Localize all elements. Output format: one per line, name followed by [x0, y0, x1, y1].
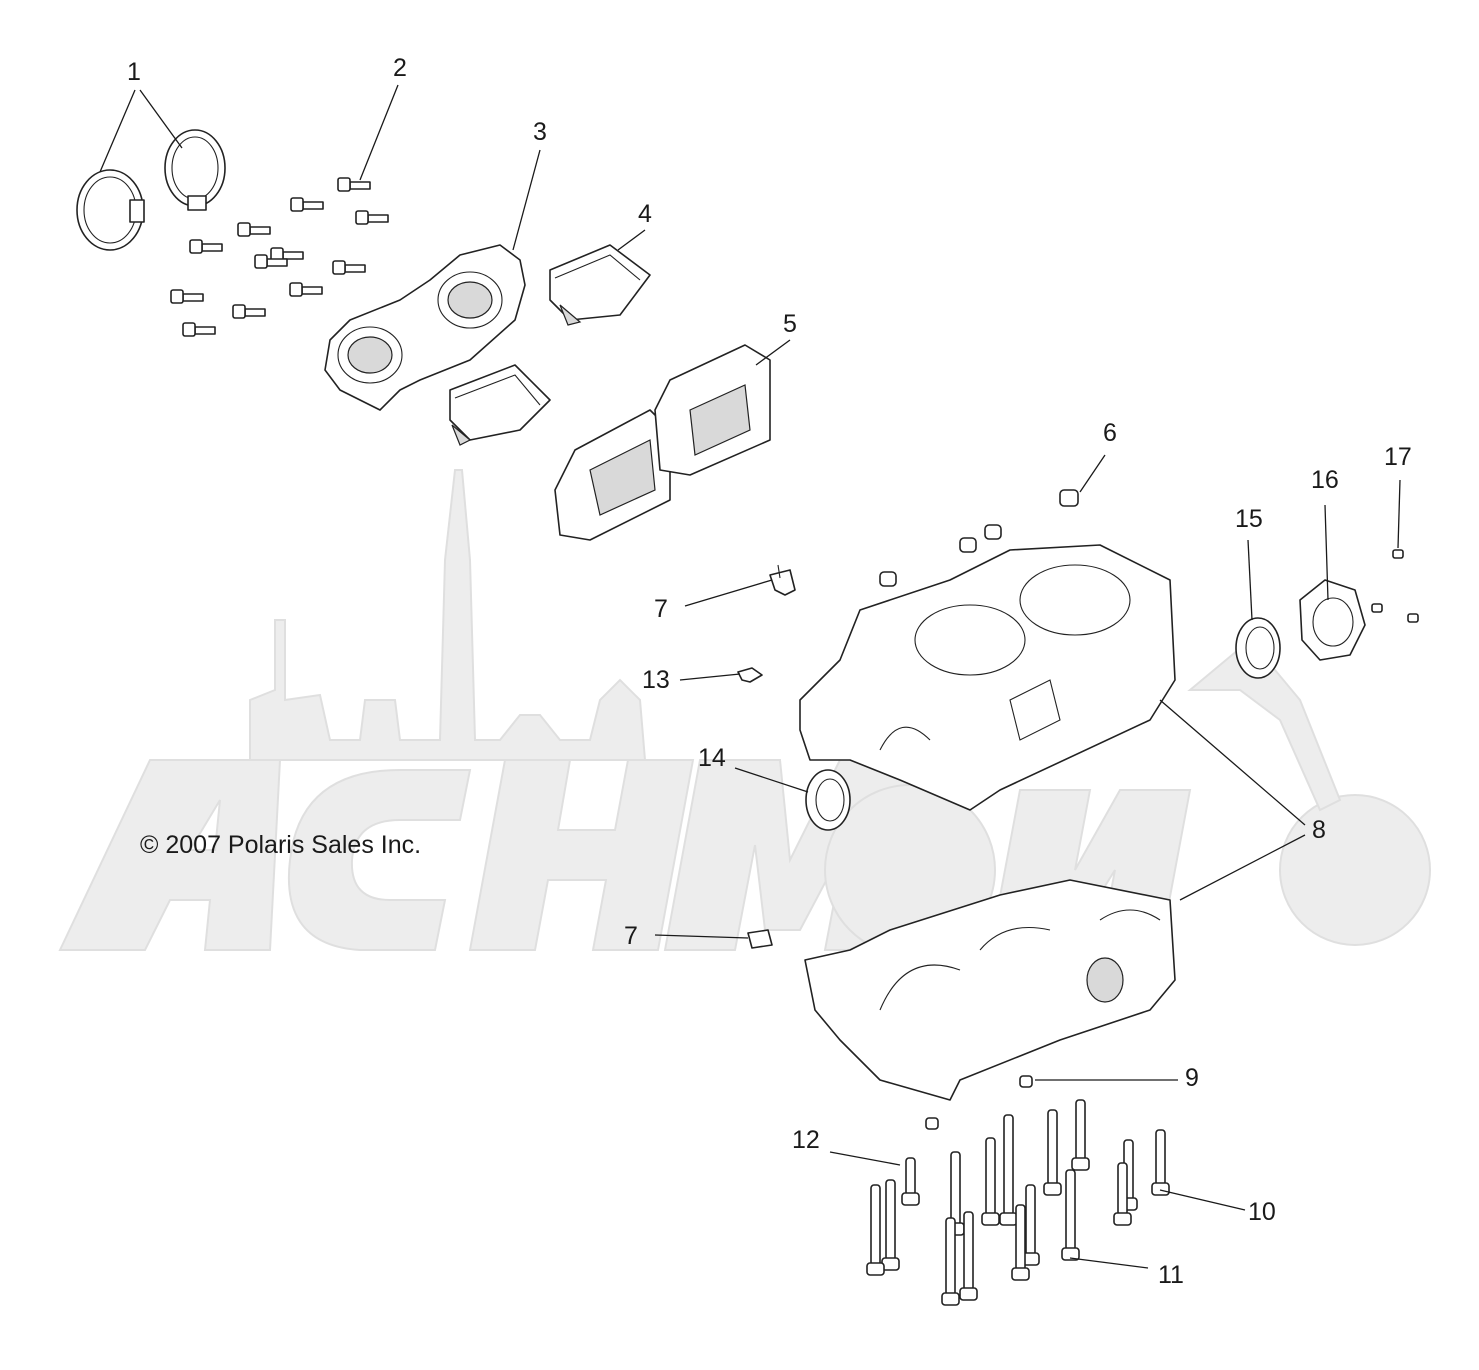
- dowel-pins: [879, 489, 1079, 1130]
- part-3-intake-plate: [324, 244, 526, 411]
- callout-7-lower: 7: [624, 922, 638, 950]
- callout-labels: 1 2 3 4 5 6 7 7 8 9 10 11 12 13 14 15 16…: [127, 54, 1412, 1289]
- long-bolt: [1151, 1129, 1170, 1196]
- part-8-crankcase-upper: [799, 544, 1176, 811]
- part-5-reed-valves: [554, 344, 771, 541]
- long-bolt: [999, 1114, 1018, 1226]
- callout-16: 16: [1311, 466, 1339, 494]
- part-13-elbow-fitting: [737, 667, 763, 683]
- leader-lines: [99, 84, 1401, 1269]
- long-bolt: [1113, 1162, 1132, 1226]
- watermark-wheel-2: [1279, 794, 1431, 946]
- callout-1: 1: [127, 58, 141, 86]
- long-bolt: [959, 1211, 978, 1301]
- callout-3: 3: [533, 118, 547, 146]
- callout-9: 9: [1185, 1064, 1199, 1092]
- long-bolt: [981, 1137, 1000, 1226]
- callout-11: 11: [1158, 1261, 1184, 1289]
- long-bolt: [1043, 1109, 1062, 1196]
- part-2-bolts: [170, 177, 389, 337]
- callout-2: 2: [393, 54, 407, 82]
- small-bolt: [170, 289, 204, 304]
- small-bolt: [232, 304, 266, 319]
- callout-12: 12: [792, 1126, 820, 1154]
- small-bolt: [337, 177, 371, 192]
- part-7-fittings: [747, 564, 796, 949]
- watermark-letter-h: [468, 759, 695, 951]
- small-bolt: [355, 210, 389, 225]
- callout-4: 4: [638, 200, 652, 228]
- long-bolt: [1061, 1169, 1080, 1261]
- small-bolt: [189, 239, 223, 254]
- long-bolt: [866, 1184, 885, 1276]
- long-bolt: [1021, 1184, 1040, 1266]
- callout-17: 17: [1384, 443, 1412, 471]
- callout-10: 10: [1248, 1198, 1276, 1226]
- watermark-letter-c: [287, 769, 472, 951]
- seals: [805, 617, 1281, 831]
- part-1-clamps: [76, 129, 226, 251]
- small-bolt: [289, 282, 323, 297]
- callout-15: 15: [1235, 505, 1263, 533]
- part-17-screws: [1371, 549, 1419, 623]
- small-bolt: [270, 247, 304, 262]
- copyright-notice: © 2007 Polaris Sales Inc.: [140, 831, 421, 859]
- callout-6: 6: [1103, 419, 1117, 447]
- small-bolt: [182, 322, 216, 337]
- small-bolt: [237, 222, 271, 237]
- long-bolt: [1071, 1099, 1090, 1171]
- small-bolt: [290, 197, 324, 212]
- small-bolt: [254, 254, 288, 269]
- small-bolt: [332, 260, 366, 275]
- part-8-crankcase-lower: [804, 879, 1176, 1101]
- long-bolt: [1011, 1204, 1030, 1281]
- long-bolts: [866, 1099, 1170, 1306]
- long-bolt: [941, 1217, 960, 1306]
- part-4-reed-cages: [449, 244, 651, 446]
- long-bolt: [881, 1179, 900, 1271]
- long-bolt: [901, 1157, 920, 1206]
- part-16-cover-plate: [1299, 579, 1366, 661]
- callout-5: 5: [783, 310, 797, 338]
- callout-7-upper: 7: [654, 595, 668, 623]
- watermark-letter-a: [58, 759, 282, 951]
- watermark-skyline: [249, 469, 647, 761]
- callout-13: 13: [642, 666, 670, 694]
- callout-14: 14: [698, 744, 726, 772]
- callout-8: 8: [1312, 816, 1326, 844]
- watermark: [58, 469, 1431, 956]
